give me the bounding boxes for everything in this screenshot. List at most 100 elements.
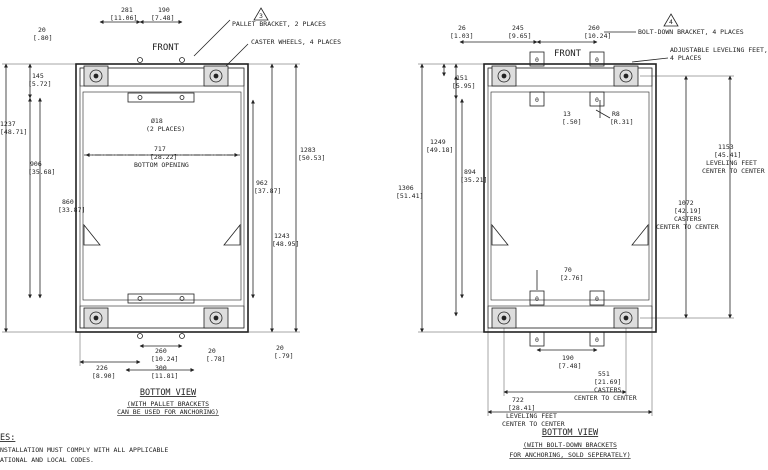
- callout-leveling-feet-1: ADJUSTABLE LEVELING FEET,: [670, 46, 768, 54]
- dim-894-mm: 894: [464, 168, 476, 176]
- callout-caster-wheels: CASTER WHEELS, 4 PLACES: [251, 38, 341, 46]
- bolt-down-bracket-1: 0: [529, 51, 545, 67]
- svg-text:0: 0: [535, 56, 539, 64]
- dim-1243-in: [48.95]: [272, 240, 299, 248]
- callout-leveling-feet-2: 4 PLACES: [670, 54, 701, 62]
- dim-1072-in: [42.19]: [674, 207, 701, 215]
- dim-860-mm: 860: [62, 198, 74, 206]
- dim-1243-mm: 1243: [274, 232, 290, 240]
- caster-wheel-left-bl: [83, 307, 109, 329]
- dim-551-in: [21.69]: [594, 378, 621, 386]
- left-view-subtitle-1: (WITH PALLET BRACKETS: [127, 400, 209, 408]
- dim-26-in: [1.03]: [450, 32, 473, 40]
- callout-bolt-down: BOLT-DOWN BRACKET, 4 PLACES: [638, 28, 744, 36]
- leveling-foot-br: [613, 307, 639, 329]
- note-line-1: NSTALLATION MUST COMPLY WITH ALL APPLICA…: [0, 446, 168, 454]
- dim-1237-mm: 1237: [0, 120, 16, 128]
- dim-226-in: [8.90]: [92, 372, 115, 380]
- caster-wheel-left-br: [203, 307, 229, 329]
- dim-717-label: BOTTOM OPENING: [134, 161, 189, 169]
- dim-13-in: [.50]: [562, 118, 582, 126]
- dim-151-mm: 151: [456, 74, 468, 82]
- dim-300-mm: 300: [155, 364, 167, 372]
- dim-260-right-in: [10.24]: [584, 32, 611, 40]
- dim-1249-in: [49.18]: [426, 146, 453, 154]
- dim-1306-mm: 1306: [398, 184, 414, 192]
- bolt-down-bracket-3: 0: [529, 91, 545, 107]
- dim-894-in: [35.21]: [460, 176, 487, 184]
- dim-717-mm: 717: [154, 145, 166, 153]
- dim-70-in: [2.76]: [560, 274, 583, 282]
- dim-722-label-2: CENTER TO CENTER: [502, 420, 565, 428]
- dim-r8-in: [R.31]: [610, 118, 633, 126]
- dim-1306-in: [51.41]: [396, 192, 423, 200]
- hole-label-1: Ø18: [151, 117, 163, 125]
- dim-551-label-2: CENTER TO CENTER: [574, 394, 637, 402]
- leveling-foot-tr: [613, 65, 639, 87]
- note-3-marker: 3: [259, 12, 263, 20]
- leveling-foot-bl: [491, 307, 517, 329]
- dim-1153-label-2: CENTER TO CENTER: [702, 167, 765, 175]
- dim-70-mm: 70: [564, 266, 572, 274]
- dim-226-mm: 226: [96, 364, 108, 372]
- dim-20b-mm: 20: [208, 347, 216, 355]
- dim-281-in: [11.06]: [110, 14, 137, 22]
- dim-300-in: [11.81]: [151, 372, 178, 380]
- dim-1283-mm: 1283: [300, 146, 316, 154]
- left-view-subtitle-2: CAN BE USED FOR ANCHORING): [117, 408, 219, 416]
- right-front-label: FRONT: [554, 49, 582, 59]
- callout-pallet-bracket: PALLET BRACKET, 2 PLACES: [232, 20, 326, 28]
- dim-151-in: [5.95]: [452, 82, 475, 90]
- dim-722-label-1: LEVELING FEET: [506, 412, 557, 420]
- right-cabinet: [483, 63, 657, 333]
- dim-20a-in: [.80]: [33, 34, 53, 42]
- dim-r8-mm: R8: [612, 110, 620, 118]
- left-front-label: FRONT: [152, 43, 180, 53]
- svg-text:0: 0: [535, 336, 539, 344]
- notes-block: ES: NSTALLATION MUST COMPLY WITH ALL APP…: [0, 433, 168, 464]
- dim-962-in: [37.87]: [254, 187, 281, 195]
- dim-260-in: [10.24]: [151, 355, 178, 363]
- svg-text:0: 0: [595, 336, 599, 344]
- dim-145-in: [5.72]: [28, 80, 51, 88]
- left-cabinet: [75, 63, 249, 333]
- right-view-labels: 4 FRONT BOLT-DOWN BRACKET, 4 PLACES ADJU…: [396, 18, 768, 459]
- svg-text:0: 0: [595, 96, 599, 104]
- dim-20a-mm: 20: [38, 26, 46, 34]
- dim-13-mm: 13: [563, 110, 571, 118]
- dim-20b-in: [.78]: [206, 355, 226, 363]
- dim-906-mm: 906: [30, 160, 42, 168]
- left-view-labels: 3 FRONT PALLET BRACKET, 2 PLACES CASTER …: [0, 6, 341, 416]
- dim-245-mm: 245: [512, 24, 524, 32]
- dim-1237-in: [48.71]: [0, 128, 27, 136]
- dim-1072-label-2: CENTER TO CENTER: [656, 223, 719, 231]
- note-4-marker: 4: [669, 18, 673, 26]
- right-view-subtitle-2: FOR ANCHORING, SOLD SEPERATELY): [509, 451, 630, 459]
- caster-wheel-left-tr: [203, 65, 229, 87]
- pallet-bracket-top: [127, 92, 195, 103]
- dim-1153-in: [45.41]: [714, 151, 741, 159]
- hole-label-2: (2 PLACES): [146, 125, 185, 133]
- pallet-bracket-bottom: [127, 293, 195, 304]
- dim-1249-mm: 1249: [430, 138, 446, 146]
- dim-20c-in: [.79]: [274, 352, 294, 360]
- dim-906-in: [35.68]: [28, 168, 55, 176]
- svg-text:0: 0: [535, 295, 539, 303]
- svg-text:0: 0: [595, 295, 599, 303]
- dim-860-in: [33.87]: [58, 206, 85, 214]
- dim-722-in: [28.41]: [508, 404, 535, 412]
- svg-text:0: 0: [595, 56, 599, 64]
- dim-245-in: [9.65]: [508, 32, 531, 40]
- note-line-2: ATIONAL AND LOCAL CODES.: [0, 456, 94, 464]
- dim-260-right-mm: 260: [588, 24, 600, 32]
- dim-281-mm: 281: [121, 6, 133, 14]
- dim-722-mm: 722: [512, 396, 524, 404]
- dim-190-right-mm: 190: [562, 354, 574, 362]
- dim-190-mm: 190: [158, 6, 170, 14]
- dim-1153-label-1: LEVELING FEET: [706, 159, 757, 167]
- dim-20c-mm: 20: [276, 344, 284, 352]
- dim-190-in: [7.48]: [151, 14, 174, 22]
- svg-text:0: 0: [535, 96, 539, 104]
- dim-145-mm: 145: [32, 72, 44, 80]
